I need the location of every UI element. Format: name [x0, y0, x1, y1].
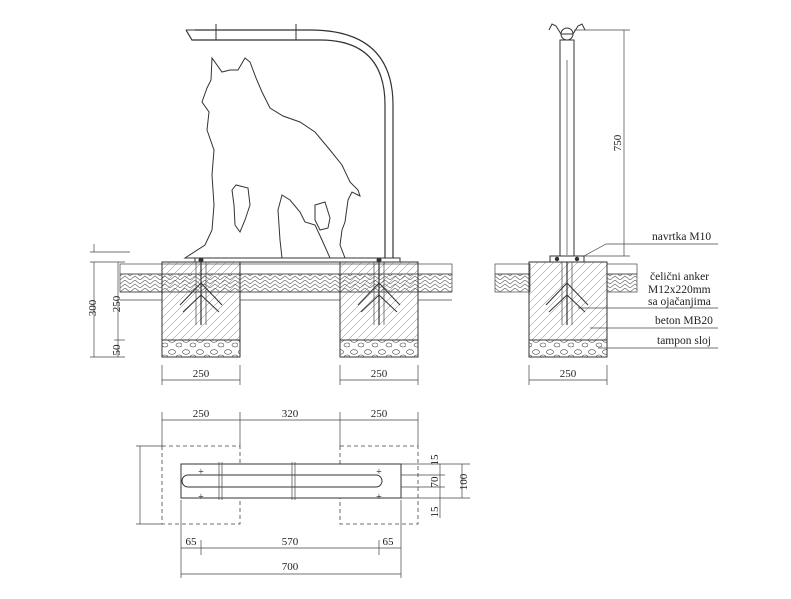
plan-top-dim-1: 250 — [193, 408, 210, 420]
depth-gravel-dim: 50 — [111, 344, 123, 356]
bent-tube — [185, 29, 386, 258]
plan-view: + + + + 250 320 250 65 570 65 700 — [136, 408, 470, 578]
plan-tube — [181, 474, 383, 488]
post-height-dim: 750 — [612, 134, 624, 151]
top-hook — [548, 23, 586, 35]
label-nut: navrtka M10 — [652, 231, 711, 243]
svg-text:+: + — [198, 467, 204, 478]
footing-width-right: 250 — [371, 368, 388, 380]
plan-right-dim-2: 70 — [429, 476, 441, 488]
footing-dimensions: 250 250 — [161, 365, 419, 385]
plan-bottom-dim-1: 65 — [186, 536, 198, 548]
depth-concrete-dim: 250 — [111, 295, 123, 312]
plan-bottom-dim-3: 65 — [383, 536, 395, 548]
right-footing — [339, 261, 419, 358]
base-plate — [194, 257, 401, 263]
plan-top-dim-3: 250 — [371, 408, 388, 420]
bolt-nut — [198, 257, 204, 263]
label-concrete: beton MB20 — [655, 315, 713, 327]
plan-bolts: + + + + — [198, 462, 382, 503]
plan-bottom-dim-2: 570 — [282, 536, 299, 548]
material-labels: navrtka M10 čelični anker M12x220mm sa o… — [578, 231, 718, 349]
side-base-plate — [549, 255, 585, 263]
left-footing — [161, 261, 241, 358]
plan-right-dim-1: 15 — [429, 454, 441, 466]
label-gravel: tampon sloj — [657, 335, 711, 347]
svg-text:+: + — [376, 467, 382, 478]
vertical-dimensions: 300 250 50 — [87, 244, 130, 358]
plan-right-dim-4: 15 — [429, 506, 441, 518]
svg-text:+: + — [198, 492, 204, 503]
label-anchor-2: M12x220mm — [648, 284, 711, 296]
side-view: 750 250 navrtka M10 čelični anker M12x22… — [494, 23, 718, 385]
plan-footing-left — [161, 445, 241, 525]
plan-top-dim-2: 320 — [282, 408, 299, 420]
plan-overall-width: 700 — [282, 561, 299, 573]
plan-right-dim-3: 100 — [458, 473, 470, 490]
label-anchor-3: sa ojačanjima — [648, 296, 711, 308]
label-anchor-1: čelični anker — [650, 271, 709, 283]
svg-text:+: + — [376, 492, 382, 503]
plan-base-plate — [180, 463, 402, 499]
anchor-reinforcement — [179, 282, 223, 313]
depth-total-dim: 300 — [87, 299, 99, 316]
wolf-silhouette — [183, 56, 361, 259]
side-footing-width: 250 — [560, 368, 577, 380]
footing-width-left: 250 — [193, 368, 210, 380]
front-elevation: 300 250 50 250 250 — [87, 24, 453, 385]
